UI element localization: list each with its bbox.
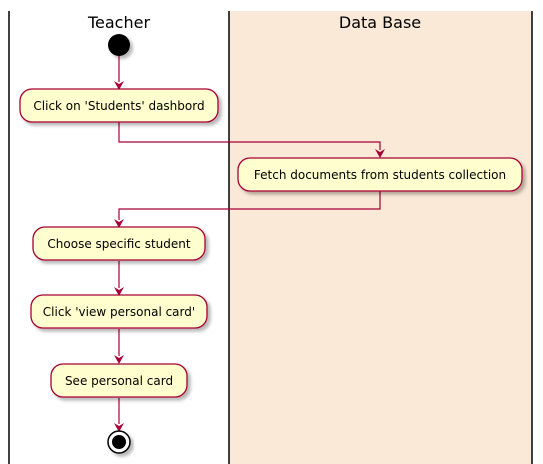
activity-see-card: See personal card — [50, 363, 188, 398]
arrowhead — [114, 287, 124, 296]
arrowhead — [114, 81, 124, 90]
activity-box — [32, 226, 206, 261]
arrow-click-students-to-fetch — [118, 122, 381, 150]
connectors — [118, 56, 381, 424]
arrowhead — [114, 423, 124, 432]
activity-fetch-documents: Fetch documents from students collection — [237, 157, 523, 192]
activity-label: See personal card — [65, 374, 173, 388]
activity-box — [50, 363, 188, 398]
activity-label: Choose specific student — [47, 237, 190, 251]
end-node-inner — [112, 435, 126, 449]
activity-box — [19, 88, 219, 123]
activity-choose-student: Choose specific student — [32, 226, 206, 261]
lane-title-database: Data Base — [339, 13, 421, 32]
arrowhead — [114, 355, 124, 364]
lane-title-teacher: Teacher — [87, 13, 150, 32]
activity-label: Fetch documents from students collection — [254, 168, 506, 182]
activity-label: Click 'view personal card' — [43, 305, 195, 319]
activity-click-view-card: Click 'view personal card' — [30, 294, 208, 329]
start-node — [108, 34, 130, 56]
activity-box — [237, 157, 523, 192]
arrowheads — [114, 81, 385, 432]
activity-label: Click on 'Students' dashbord — [33, 99, 204, 113]
activity-click-students: Click on 'Students' dashbord — [19, 88, 219, 123]
activity-box — [30, 294, 208, 329]
arrowhead — [114, 219, 124, 228]
database-lane-background — [229, 11, 532, 464]
end-node — [107, 430, 131, 454]
arrow-fetch-to-choose-student — [118, 191, 381, 220]
arrowhead — [375, 149, 385, 158]
